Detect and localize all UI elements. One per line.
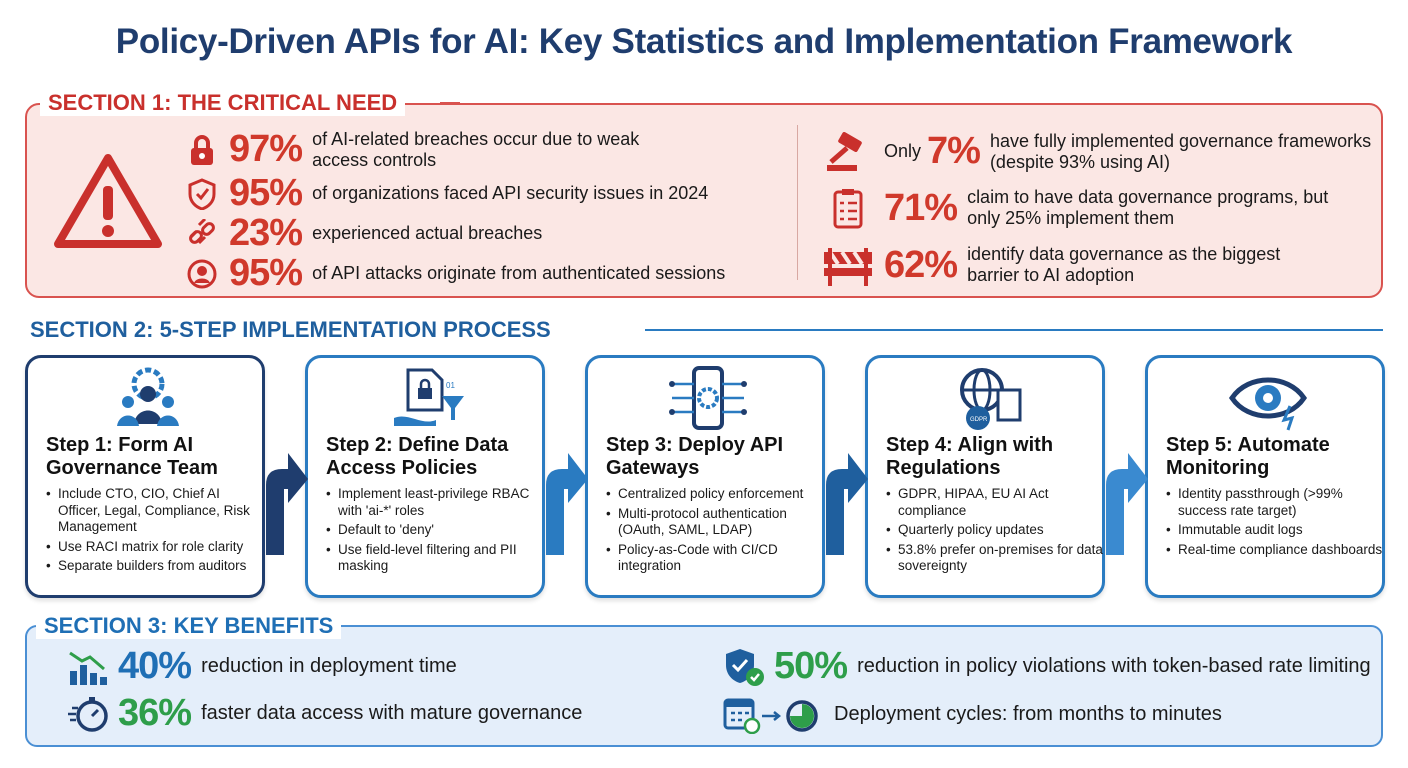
stat-text: of organizations faced API security issu… [312, 183, 709, 203]
benefit-percent: 50% [774, 645, 848, 687]
stat-text: of AI-related breaches occur due to weak… [312, 128, 640, 170]
step-bullet: Implement least-privilege RBAC with 'ai-… [326, 486, 544, 519]
arrow-icon [546, 453, 588, 555]
svg-text:01: 01 [446, 381, 455, 390]
stat-text: have fully implemented governance framew… [989, 130, 1372, 172]
team-icon [117, 367, 179, 426]
step-title: Step 3: Deploy API Gateways [606, 434, 784, 479]
step-card-1: Step 1: Form AI Governance Team Include … [25, 355, 265, 598]
step-title: Step 2: Define Data Access Policies [326, 434, 509, 479]
step-title: Step 5: Automate Monitoring [1166, 434, 1330, 479]
document-lock-funnel-icon: 01 [394, 368, 464, 426]
step-card-3: Step 3: Deploy API Gateways Centralized … [585, 355, 825, 598]
benefit-text: reduction in deployment time [201, 655, 457, 677]
svg-text:GDPR: GDPR [970, 417, 988, 423]
step-card-5: Step 5: Automate Monitoring Identity pas… [1145, 355, 1385, 598]
page-title: Policy-Driven APIs for AI: Key Statistic… [115, 22, 1293, 61]
stat-prefix: Only [884, 141, 922, 161]
arrow-icon [1106, 453, 1148, 555]
chart-down-icon [69, 651, 107, 685]
step-bullet: Quarterly policy updates [886, 522, 1104, 539]
divider [797, 125, 798, 280]
api-gateway-icon [669, 366, 747, 430]
step-bullet: Identity passthrough (>99% success rate … [1166, 486, 1384, 519]
stat-row: 62% identify data governance as the bigg… [822, 243, 1337, 287]
benefit-text: reduction in policy violations with toke… [857, 655, 1371, 677]
step-bullet: Default to 'deny' [326, 522, 544, 539]
stat-percent: 7% [927, 130, 981, 172]
arrow-icon [826, 453, 868, 555]
stat-percent: 71% [884, 186, 958, 229]
stat-row: Only 7% have fully implemented governanc… [822, 130, 1390, 173]
benefit-row: Deployment cycles: from months to minute… [722, 694, 1222, 734]
step-bullet: Use RACI matrix for role clarity [46, 539, 264, 556]
checklist-icon [822, 186, 874, 230]
shield-icon [185, 177, 219, 211]
step-bullet: Real-time compliance dashboards [1166, 542, 1384, 559]
stat-percent: 95% [229, 252, 303, 294]
warning-icon [54, 154, 162, 248]
step-card-2: 01 Step 2: Define Data Access Policies I… [305, 355, 545, 598]
globe-regulation-icon: GDPR [960, 368, 1022, 430]
stopwatch-icon [68, 696, 108, 732]
section-3-label: SECTION 3: KEY BENEFITS [36, 613, 342, 639]
step-bullet: 53.8% prefer on-premises for data sovere… [886, 542, 1104, 575]
stat-row: 23% experienced actual breaches [185, 212, 542, 255]
divider [645, 329, 1383, 331]
barrier-icon [822, 243, 874, 287]
step-bullet: Policy-as-Code with CI/CD integration [606, 542, 824, 575]
stat-percent: 23% [229, 212, 303, 254]
eye-monitoring-icon [1228, 377, 1308, 431]
stat-row: 95% of API attacks originate from authen… [185, 252, 725, 295]
stat-percent: 95% [229, 172, 303, 214]
section-1-label: SECTION 1: THE CRITICAL NEED [40, 90, 406, 116]
benefit-text: faster data access with mature governanc… [201, 702, 583, 724]
benefit-row: 50% reduction in policy violations with … [722, 645, 1371, 688]
step-title: Step 4: Align with Regulations [886, 434, 1054, 479]
section-2-label: SECTION 2: 5-STEP IMPLEMENTATION PROCESS [30, 317, 559, 343]
stat-percent: 97% [229, 128, 303, 170]
stat-text: experienced actual breaches [312, 223, 543, 243]
stat-text: of API attacks originate from authentica… [312, 263, 726, 283]
step-title: Step 1: Form AI Governance Team [46, 434, 218, 479]
benefit-percent: 40% [118, 645, 192, 687]
benefit-row: 36% faster data access with mature gover… [66, 692, 582, 735]
stat-row: 95% of organizations faced API security … [185, 172, 708, 215]
stat-text: claim to have data governance programs, … [967, 187, 1329, 228]
section-critical-need [25, 103, 1383, 298]
divider [440, 102, 460, 104]
step-bullet: Immutable audit logs [1166, 522, 1384, 539]
benefit-percent: 36% [118, 692, 192, 734]
stat-text: identify data governance as the biggest … [967, 244, 1281, 285]
step-card-4: GDPR Step 4: Align with Regulations GDPR… [865, 355, 1105, 598]
arrow-icon [266, 453, 308, 555]
step-bullet: Include CTO, CIO, Chief AI Officer, Lega… [46, 486, 264, 536]
step-bullet: Centralized policy enforcement [606, 486, 824, 503]
step-bullet: Use field-level filtering and PII maskin… [326, 542, 544, 575]
step-bullet: Multi-protocol authentication (OAuth, SA… [606, 506, 824, 539]
calendar-to-clock-icon [723, 698, 818, 734]
stat-percent: 62% [884, 243, 958, 286]
section-key-benefits [25, 625, 1383, 747]
stat-row: 71% claim to have data governance progra… [822, 186, 1337, 230]
user-icon [185, 257, 219, 291]
benefit-text: Deployment cycles: from months to minute… [834, 702, 1222, 725]
step-bullet: Separate builders from auditors [46, 558, 264, 575]
step-bullet: GDPR, HIPAA, EU AI Act compliance [886, 486, 1104, 519]
lock-icon [185, 133, 219, 167]
broken-link-icon [185, 217, 219, 251]
shield-check-icon [726, 648, 764, 686]
benefit-row: 40% reduction in deployment time [66, 645, 457, 688]
gavel-icon [822, 131, 874, 172]
stat-row: 97% of AI-related breaches occur due to … [185, 128, 672, 171]
